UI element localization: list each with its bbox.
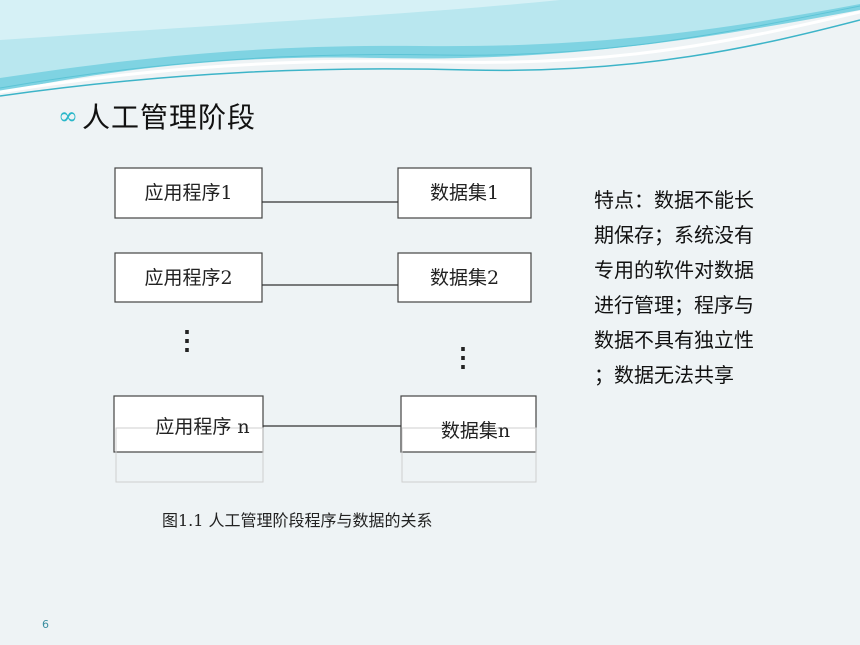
notes-line: 进行管理；程序与 [594, 293, 754, 317]
dataset-box-1 [397, 167, 532, 219]
features-notes: 特点：数据不能长 期保存；系统没有 专用的软件对数据 进行管理；程序与 数据不具… [594, 183, 794, 393]
app-label-2: 应用程序2 [144, 267, 233, 289]
header-wave-decoration [0, 0, 860, 97]
slide-title-row: ∞ 人工管理阶段 [58, 96, 256, 136]
app-label-1: 应用程序1 [144, 182, 233, 204]
app-box-1 [114, 167, 263, 219]
ellipsis-datasets: ⋮ [450, 343, 476, 373]
slide-title: 人工管理阶段 [82, 101, 257, 134]
notes-line: 期保存；系统没有 [594, 223, 754, 247]
dataset-box-2 [397, 252, 532, 303]
app-box-n [113, 395, 264, 453]
figure-caption: 图1.1 人工管理阶段程序与数据的关系 [162, 511, 433, 530]
dataset-box-n [400, 395, 537, 453]
dataset-label-2: 数据集2 [429, 267, 500, 289]
notes-line: 特点：数据不能长 [594, 188, 754, 212]
app-box-2 [114, 252, 263, 303]
bullet-icon: ∞ [58, 102, 78, 130]
page-number: 6 [42, 618, 49, 631]
app-label-n: 应用程序 n [155, 416, 250, 438]
notes-line: 数据不具有独立性 [594, 328, 754, 352]
notes-line: ；数据无法共享 [594, 363, 734, 387]
notes-line: 专用的软件对数据 [594, 258, 754, 282]
dataset-label-n: 数据集n [440, 420, 511, 442]
dataset-label-1: 数据集1 [429, 182, 500, 204]
ellipsis-apps: ⋮ [174, 326, 200, 356]
